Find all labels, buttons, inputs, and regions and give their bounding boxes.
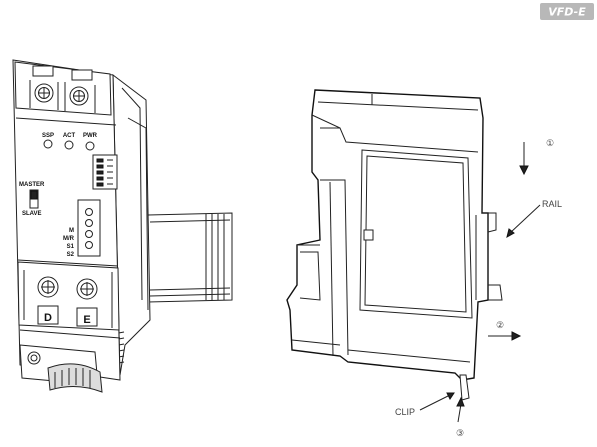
side-view-clip [459,374,470,401]
din-rail-section [147,212,233,303]
terminal-label-m: M [69,228,74,234]
led-label-pwr: PWR [83,133,98,139]
logo-text: VFD-E [548,6,586,19]
step-2-marker: ② [496,320,504,330]
communication-module: SSP ACT PWR MASTER SLAVE [12,59,233,393]
vfd-e-logo: VFD-E [540,3,594,20]
terminal-label-s2: S2 [67,252,75,258]
bottom-terminal-block: D E [17,261,120,331]
side-view-module [286,89,503,401]
leader-line [419,394,451,411]
side-view-latch-tab [363,229,374,241]
mounting-foot [19,344,103,393]
master-slave-switch: MASTER SLAVE [19,182,45,217]
led-ssp-icon [43,139,53,149]
side-view-body-outline [286,89,489,381]
step-3-marker: ③ [456,428,464,438]
side-view-window-panel [359,149,473,319]
led-indicators: SSP ACT PWR [42,133,98,151]
step-1-marker: ① [546,138,554,148]
step-1-annotation: ① [519,138,554,176]
top-terminal-block [14,61,112,116]
leader-line [509,204,541,234]
rail-annotation: RAIL [506,199,562,239]
terminal-label-mr: M/R [63,236,75,242]
dip-switch-block [92,154,118,190]
mounting-screw-icon [27,351,41,365]
logo-background [540,3,594,20]
terminal-label-s1: S1 [67,244,75,250]
led-label-ssp: SSP [42,133,54,139]
side-terminal-connector: M M/R S1 S2 [63,199,101,258]
bottom-terminal-label-d: D [44,312,52,324]
led-label-act: ACT [63,133,76,139]
led-pwr-icon [85,141,95,151]
clip-annotation: CLIP [395,392,455,417]
switch-label-master: MASTER [19,182,45,188]
bottom-terminal-label-e: E [83,314,90,326]
step-2-annotation: ② [488,320,522,341]
clip-label: CLIP [395,407,415,417]
led-act-icon [64,140,74,150]
switch-label-slave: SLAVE [22,211,42,217]
step-3-annotation: ③ [456,396,465,438]
rail-label: RAIL [542,199,562,209]
arrow-up-icon [457,403,462,423]
